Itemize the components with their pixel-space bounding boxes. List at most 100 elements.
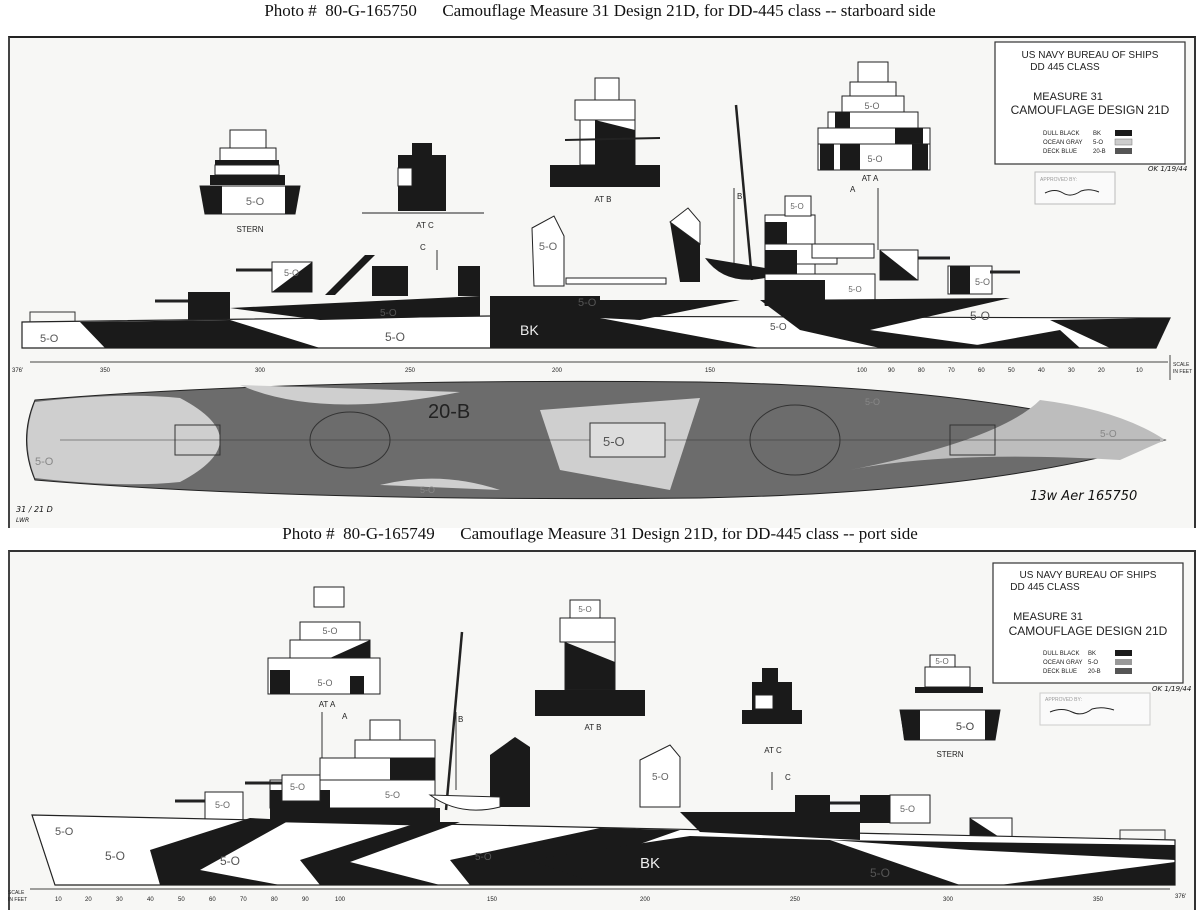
ellipse-shape (749, 404, 841, 476)
section-at-c-top: AT C (362, 143, 484, 230)
caption-starboard: Photo # 80-G-165750 Camouflage Measure 3… (264, 1, 936, 20)
title-block-line4-text: CAMOUFLAGE DESIGN 21D (1009, 624, 1168, 638)
rect-shape (889, 794, 931, 824)
labels-gray-text: 5-O (220, 854, 240, 868)
path-shape (669, 207, 701, 245)
port-profile: 5-O 5-O 5-O 5-O 5-O 5-O 5-O 5-O 5-O BK 5… (31, 631, 1176, 886)
rect-shape (458, 266, 480, 296)
labels-gray-text: 5-O (970, 309, 990, 323)
path-shape (80, 320, 320, 348)
section-label: AT A (862, 174, 879, 183)
path-shape (200, 186, 222, 214)
rect-shape (835, 112, 850, 128)
rect-shape (860, 795, 890, 823)
rect-shape (895, 128, 923, 144)
rect-shape (270, 670, 290, 694)
scale-bottom-6-text: 70 (240, 897, 247, 903)
labels-gray-text: 5-O (215, 800, 230, 810)
path-shape (1050, 318, 1170, 348)
labels-gray-text: 5-O (380, 308, 397, 319)
path-shape (240, 385, 460, 405)
labels-b-text: B (737, 192, 742, 201)
approval-stamp: APPROVED BY: (1034, 171, 1116, 205)
rect-shape (372, 266, 408, 296)
path-shape (272, 262, 312, 292)
labels-gray-text: 5-O (848, 285, 861, 294)
scale-bottom-15-text: 376' (1175, 894, 1186, 900)
scale-top-6-text: 100 (857, 368, 868, 374)
section-at-b-top: AT B (550, 77, 661, 204)
gun-mount: 5-O (245, 774, 321, 802)
rect-shape (754, 694, 774, 710)
rect-shape (594, 77, 620, 101)
path-shape (150, 818, 290, 885)
title-block-bottom: US NAVY BUREAU OF SHIPS DD 445 CLASS MEA… (992, 562, 1191, 726)
path-shape (880, 250, 918, 280)
gun-mount (155, 292, 230, 322)
drafter-initials: LWR (16, 517, 29, 524)
section-at-c-bottom: AT C (742, 668, 802, 755)
path-shape (270, 808, 440, 826)
rect-shape (215, 160, 279, 165)
path-shape (760, 298, 1010, 348)
scale-top-7-text: 90 (888, 368, 895, 374)
rect-shape (849, 81, 897, 97)
section-label: AT B (594, 195, 611, 204)
labels-gray-text: 5-O (603, 434, 625, 449)
scale-top-1-text: 350 (100, 368, 111, 374)
scale-bottom-11-text: 200 (640, 897, 651, 903)
rect-shape (915, 687, 983, 693)
section-stern-top: 5-O STERN (199, 129, 301, 234)
rect-shape (994, 41, 1186, 165)
labels-gray-text: 5-O (40, 333, 59, 345)
rect-shape (174, 424, 221, 456)
labels-at-b-text: AT B (584, 723, 601, 732)
section-label: AT C (416, 221, 434, 230)
boat (705, 258, 765, 280)
labels-gray-text: 5-O (385, 790, 400, 800)
rect-shape (397, 167, 413, 187)
path-shape (565, 642, 615, 690)
path-shape (639, 744, 681, 808)
rect-shape (214, 164, 280, 176)
labels-c-text: C (785, 773, 791, 782)
path-shape (830, 840, 1175, 860)
scale-bar-bottom: SCALE IN FEET 10 20 30 40 50 60 70 80 90… (8, 888, 1186, 903)
title-block-legend-2-code-text: 20-B (1088, 669, 1101, 675)
path-shape (300, 822, 460, 885)
title-line-1: US NAVY BUREAU OF SHIPS (1022, 50, 1159, 61)
labels-gray-text: 5-O (578, 605, 591, 614)
labels-stern-text: STERN (936, 750, 963, 759)
path-shape (985, 710, 1000, 740)
labels-gray-text: 5-O (864, 101, 879, 111)
path-shape (840, 144, 860, 170)
labels-gray-text: 5-O (975, 277, 990, 287)
labels-gray-text: 5-O (956, 721, 975, 733)
path-shape (600, 300, 740, 320)
signature (1044, 189, 1100, 196)
path-shape (531, 215, 565, 287)
rect-shape (559, 617, 616, 643)
path-shape (285, 186, 300, 214)
path-shape (230, 296, 480, 320)
labels-at-a-text: AT A (319, 700, 336, 709)
path-shape (330, 640, 370, 658)
path-shape (680, 812, 860, 840)
rect-shape (1039, 692, 1151, 726)
scale-top-10-text: 60 (978, 368, 985, 374)
rect-shape (574, 99, 636, 121)
section-stern-bottom: 5-O 5-O STERN (899, 654, 1001, 759)
legend-name: DULL BLACK (1043, 131, 1079, 137)
rect-shape (1115, 650, 1132, 656)
rect-shape (765, 250, 797, 274)
gun-mount: 5-O (175, 791, 244, 821)
mast (734, 104, 754, 281)
labels-at-c-text: AT C (764, 746, 782, 755)
labels-gray-text: 5-O (770, 322, 787, 333)
path-shape (1000, 862, 1175, 885)
path-shape (490, 296, 760, 348)
scale-bottom-12-text: 250 (790, 897, 801, 903)
path-shape (850, 400, 1165, 470)
title-block-approved-text: APPROVED BY: (1040, 177, 1077, 183)
rect-shape (817, 143, 931, 171)
